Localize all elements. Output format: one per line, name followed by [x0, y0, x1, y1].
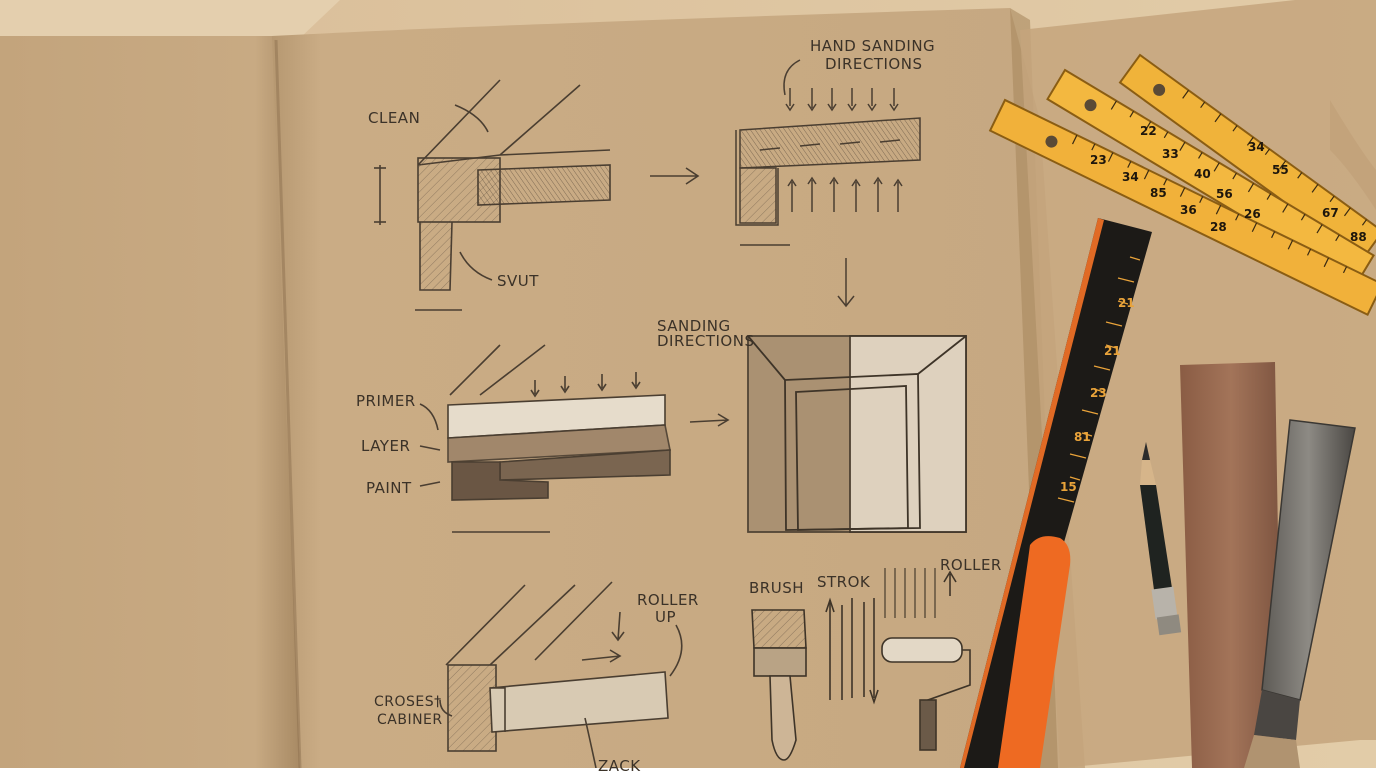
ruler-b-mark-4: 56: [1216, 187, 1233, 201]
label-roller-up: ROLLER: [637, 591, 699, 609]
paint-layers-sketch: [419, 344, 730, 533]
label-layer: LAYER: [361, 437, 411, 455]
cabinet-frame-sketch: [747, 335, 967, 533]
label-svut: SVUT: [497, 272, 539, 290]
ruler-b-mark-2: 33: [1162, 147, 1179, 161]
ruler-c-mark-4: 36: [1180, 203, 1197, 217]
ruler-b-mark-3: 40: [1194, 167, 1211, 181]
bottom-joint-sketch: [439, 581, 683, 768]
steel-ruler: [960, 218, 1152, 768]
ruler-a-mark-3: 67: [1322, 206, 1339, 220]
ruler-a-mark-2: 55: [1272, 163, 1289, 177]
label-paint: PAINT: [366, 479, 412, 497]
label-sanding-directions: DIRECTIONS: [657, 332, 755, 350]
ruler-handle: [998, 536, 1071, 768]
pencil: [1140, 442, 1182, 636]
ruler-b-mark-5: 26: [1244, 207, 1261, 221]
corner-joint-sketch: [374, 79, 700, 311]
label-crosest: CROSES†: [374, 694, 442, 710]
label-roller-up-2: UP: [655, 608, 677, 626]
label-hand-sanding: HAND SANDING: [810, 37, 936, 55]
steel-ruler-mark-1: 21: [1118, 296, 1135, 310]
steel-ruler-mark-4: 81: [1074, 430, 1091, 444]
ruler-b-mark-1: 22: [1140, 124, 1157, 138]
label-primer: PRIMER: [356, 392, 416, 410]
steel-ruler-mark-2: 21: [1104, 344, 1121, 358]
label-strok: STROK: [817, 573, 871, 591]
label-hand-sanding-directions: DIRECTIONS: [825, 55, 923, 73]
ruler-a-mark-1: 34: [1248, 140, 1265, 154]
label-clean: CLEAN: [368, 109, 421, 127]
left-page: [0, 36, 300, 768]
steel-ruler-mark-5: 15: [1060, 480, 1077, 494]
label-zack: ZACK: [598, 757, 641, 775]
label-sanding: SANDING: [657, 317, 731, 335]
chisel: [1244, 419, 1356, 768]
label-brush: BRUSH: [749, 579, 804, 597]
folding-ruler: [988, 53, 1376, 317]
ruler-c-mark-2: 34: [1122, 170, 1139, 184]
ruler-c-mark-3: 85: [1150, 186, 1167, 200]
sanding-directions-sketch: [735, 59, 921, 308]
label-cabiner: CABINER: [377, 712, 443, 728]
brush-roller-sketch: [751, 568, 971, 761]
ruler-c-mark-5: 28: [1210, 220, 1227, 234]
label-roller: ROLLER: [940, 556, 1002, 574]
ruler-a-mark-4: 88: [1350, 230, 1367, 244]
sanding-strip: [1180, 362, 1282, 768]
ruler-c-mark-1: 23: [1090, 153, 1107, 167]
steel-ruler-mark-3: 23: [1090, 386, 1107, 400]
